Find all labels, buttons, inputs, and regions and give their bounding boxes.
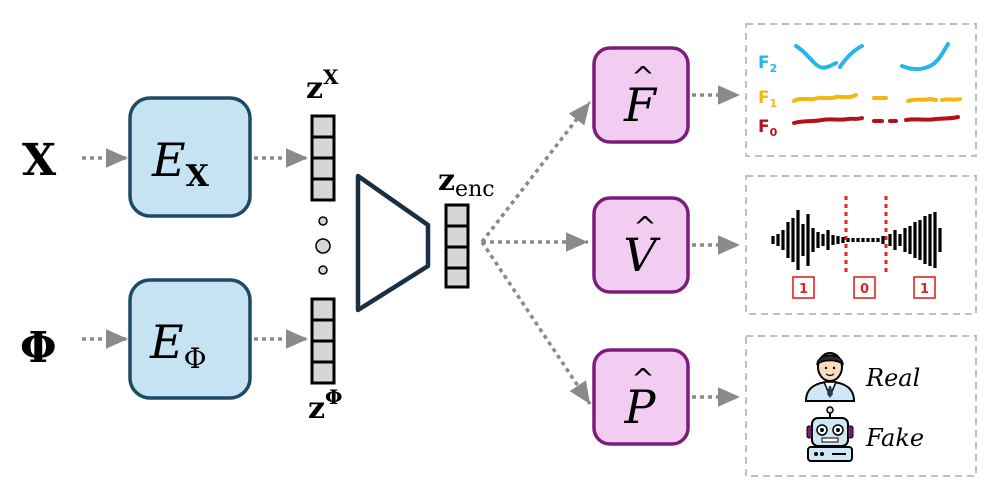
svg-text:zΦ: zΦ xyxy=(308,385,342,426)
head-p-hat: ^ xyxy=(631,362,654,395)
encoder-phi-box: EΦ xyxy=(128,278,252,400)
head-v-hat: ^ xyxy=(633,210,656,243)
svg-text:zX: zX xyxy=(306,65,339,106)
encoder-phi-main: E xyxy=(149,315,184,369)
svg-text:EX: EX xyxy=(151,133,210,194)
input-x-label: X xyxy=(22,135,57,186)
head-p-letter: P xyxy=(624,380,657,434)
vad-label-box-3: 1 xyxy=(913,276,936,299)
latent-zenc-base: z xyxy=(438,163,455,198)
vad-panel: 1 0 1 xyxy=(745,175,977,315)
encoder-x-main: E xyxy=(151,133,186,187)
fusion-network xyxy=(355,173,431,313)
svg-text:0: 0 xyxy=(860,282,869,297)
person-icon xyxy=(804,352,856,402)
svg-text:EΦ: EΦ xyxy=(149,315,207,375)
arrow-zenc-to-f xyxy=(480,100,592,244)
latent-zx-sup: X xyxy=(323,65,339,89)
f0-label: F0 xyxy=(758,117,778,139)
vad-label-box-1: 1 xyxy=(792,276,815,299)
svg-text:zenc: zenc xyxy=(438,163,495,202)
head-p-box: ^ P xyxy=(592,348,690,446)
head-v-letter: V xyxy=(623,228,661,282)
encoder-x-sub: X xyxy=(186,159,210,194)
f0-panel: F2 F1 F0 xyxy=(745,23,977,157)
f1-label: F1 xyxy=(758,88,777,110)
f2-contour xyxy=(794,42,950,71)
input-phi-label: Φ xyxy=(20,323,57,372)
f2-label: F2 xyxy=(758,53,777,75)
vad-label-box-2: 0 xyxy=(853,276,876,299)
latent-zx-vector xyxy=(310,114,336,202)
f1-contour xyxy=(792,93,962,103)
arrow-zenc-to-p xyxy=(480,241,592,405)
identity-panel: Real Fake xyxy=(745,335,977,477)
head-f-letter: F xyxy=(623,78,658,132)
encoder-phi-sub: Φ xyxy=(184,342,207,375)
latent-zx-base: z xyxy=(306,71,323,106)
head-f-hat: ^ xyxy=(631,60,654,93)
encoder-x-box: EX xyxy=(128,96,252,218)
fake-label: Fake xyxy=(865,424,924,452)
real-label: Real xyxy=(865,364,920,392)
latent-zphi-base: z xyxy=(308,391,325,426)
robot-icon xyxy=(806,406,854,462)
head-v-box: ^ V xyxy=(592,196,690,294)
latent-zenc-sub: enc xyxy=(455,177,495,202)
latent-zphi-vector xyxy=(310,297,336,385)
vertical-ellipsis xyxy=(315,216,331,275)
head-f-box: ^ F xyxy=(592,46,690,144)
svg-text:1: 1 xyxy=(920,282,929,297)
f0-contour-line xyxy=(792,115,960,125)
latent-zphi-sup: Φ xyxy=(325,385,342,409)
latent-zenc-vector xyxy=(444,203,470,289)
waveform xyxy=(771,210,942,270)
svg-text:1: 1 xyxy=(799,282,808,297)
